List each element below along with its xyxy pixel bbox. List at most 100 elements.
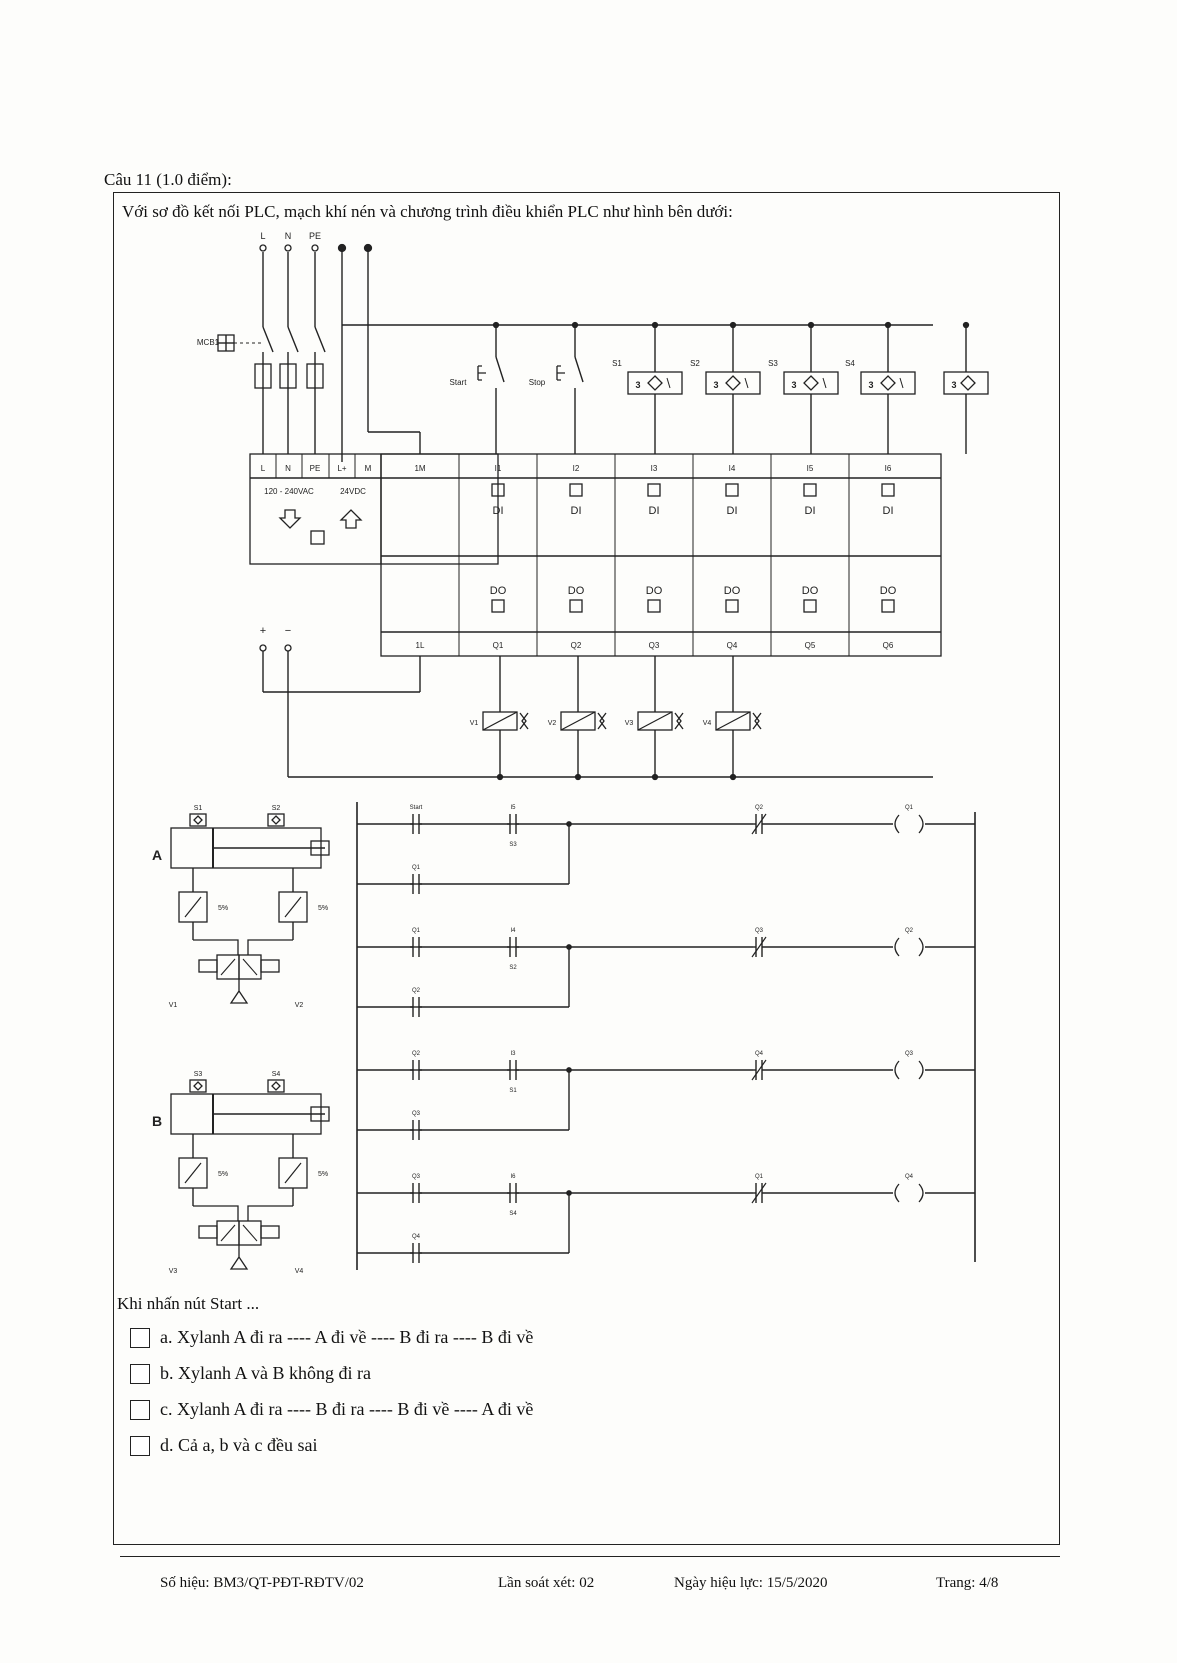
valve-V3-symbol [674,712,684,730]
sensor-S2-wire-count: 3 [713,380,718,390]
cylinder-A-sensor-S2-label: S2 [272,805,281,812]
output-led-Q2 [569,599,583,613]
option-a-checkbox[interactable] [130,1327,150,1348]
rung-4-coil-label: Q4 [905,1174,914,1180]
input-terminal-I2: I2 [573,464,580,473]
power-terminal-L+: L+ [337,464,346,473]
cylinder-A-label: A [152,847,162,863]
sensor-S1-label: S1 [612,359,622,368]
rung-1-latch-junction [566,821,572,827]
plc-power-module [249,453,499,565]
rung-3-nc-slash [751,1059,767,1081]
option-b[interactable]: b. Xylanh A và B không đi ra [130,1363,371,1384]
rung-2-contact-I4-label: I4 [510,928,516,934]
output-led-Q3 [647,599,661,613]
rung-2-nc-slash [751,936,767,958]
power-rating-ac: 120 - 240VAC [264,487,314,496]
arrow-in-icon [278,509,302,529]
input-led-I4 [725,483,739,497]
cylinder-A-sensor-S2-diamond [271,815,281,825]
cylinder-B-sensor-S3-diamond [193,1081,203,1091]
output-type-Q4: DO [724,585,741,597]
input-type-I4: DI [727,505,738,517]
cylinder-B-valve-V3-label: V3 [169,1268,178,1275]
option-c-checkbox[interactable] [130,1399,150,1420]
rung-1-contact-Start-label: Start [410,805,423,811]
input-type-I2: DI [571,505,582,517]
supply-label-PE: PE [309,231,321,241]
valve-V4-junction [729,773,737,781]
output-led-Q5 [803,599,817,613]
option-c[interactable]: c. Xylanh A đi ra ---- B đi ra ---- B đi… [130,1399,533,1420]
footer-effective-date: Ngày hiệu lực: 15/5/2020 [674,1575,828,1591]
cylinder-B-sensor-S3 [189,1079,207,1093]
cylinder-A-throttle-arrow-0 [184,896,202,918]
dc-minus-label: − [285,625,291,637]
rung-3-latch-Q3-label: Q3 [412,1111,421,1117]
rung-1-contact-I5-label: I5 [510,805,516,811]
option-a[interactable]: a. Xylanh A đi ra ---- A đi về ---- B đi… [130,1327,533,1348]
rung-3-contact-Q2-label: Q2 [412,1051,421,1057]
sensor-6-wire-count: 3 [951,380,956,390]
valve-V2-label: V2 [548,720,557,727]
supply-label-L: L [260,231,265,241]
input-led-I6 [881,483,895,497]
valve-V4-symbol [752,712,762,730]
output-common-label: 1L [416,641,425,650]
rung-4-contact-I6-sublabel: S4 [509,1211,517,1217]
sensor-S1-switch [666,377,671,389]
sensor-S4-label: S4 [845,359,855,368]
rung-4-nc-label: Q1 [755,1174,764,1180]
sensor-S2-diamond [725,375,741,391]
cylinder-B-sensor-S4-label: S4 [272,1071,281,1078]
rung-3-latch-junction [566,1067,572,1073]
rung-2-coil-label: Q2 [905,928,914,934]
cylinder-A-sensor-S1-label: S1 [194,805,203,812]
cylinder-A-valve-arrow2 [242,958,258,976]
option-d[interactable]: d. Cả a, b và c đều sai [130,1435,317,1456]
question-intro: Với sơ đồ kết nối PLC, mạch khí nén và c… [122,202,733,221]
sensor-S3-label: S3 [768,359,778,368]
output-terminal-Q4: Q4 [727,641,738,650]
input-led-I2 [569,483,583,497]
option-b-checkbox[interactable] [130,1363,150,1384]
cylinder-A-solenoid-right [260,959,280,973]
power-terminal-N: N [285,464,291,473]
rung-4-nc-slash [751,1182,767,1204]
sensor-S4-switch [899,377,904,389]
cylinder-B-throttle-arrow-0 [184,1162,202,1184]
option-a-label: a. Xylanh A đi ra ---- A đi về ---- B đi… [160,1327,534,1347]
cylinder-B-valve-arrow2 [242,1224,258,1242]
sensor-S4-diamond [880,375,896,391]
cylinder-A-throttle-arrow-1 [284,896,302,918]
cylinder-A-throttle-pct-1: 5% [318,905,328,912]
question-title: Câu 11 (1.0 điểm): [104,170,232,189]
cylinder-A-sensor-S2 [267,813,285,827]
input-terminal-I4: I4 [729,464,736,473]
rung-3-nc-label: Q4 [755,1051,764,1057]
mcb-label: MCB1 [197,338,220,347]
output-terminal-Q5: Q5 [805,641,816,650]
cylinder-A-throttle-pct-0: 5% [218,905,228,912]
sensor-S4-wire-count: 3 [868,380,873,390]
mcb-contact-2 [314,326,326,353]
rung-2-coil-Q2 [894,937,924,957]
rung-1-nc-label: Q2 [755,805,764,811]
valve-V2-junction [574,773,582,781]
output-type-Q1: DO [490,585,507,597]
dc-minus-terminal [284,644,292,652]
sensor-S1-diamond [647,375,663,391]
output-type-Q2: DO [568,585,585,597]
option-d-checkbox[interactable] [130,1435,150,1456]
supply-terminal-PE [311,244,319,252]
valve-V1-symbol [519,712,529,730]
cylinder-B-air-supply [229,1245,249,1270]
option-c-label: c. Xylanh A đi ra ---- B đi ra ---- B đi… [160,1399,534,1419]
sensor-S4-junction [884,321,892,329]
cylinder-B-label: B [152,1113,162,1129]
cylinder-B-throttle-pct-1: 5% [318,1171,328,1178]
valve-V4-label: V4 [703,720,712,727]
rung-2-contact-I4-sublabel: S2 [509,965,517,971]
output-type-Q3: DO [646,585,663,597]
